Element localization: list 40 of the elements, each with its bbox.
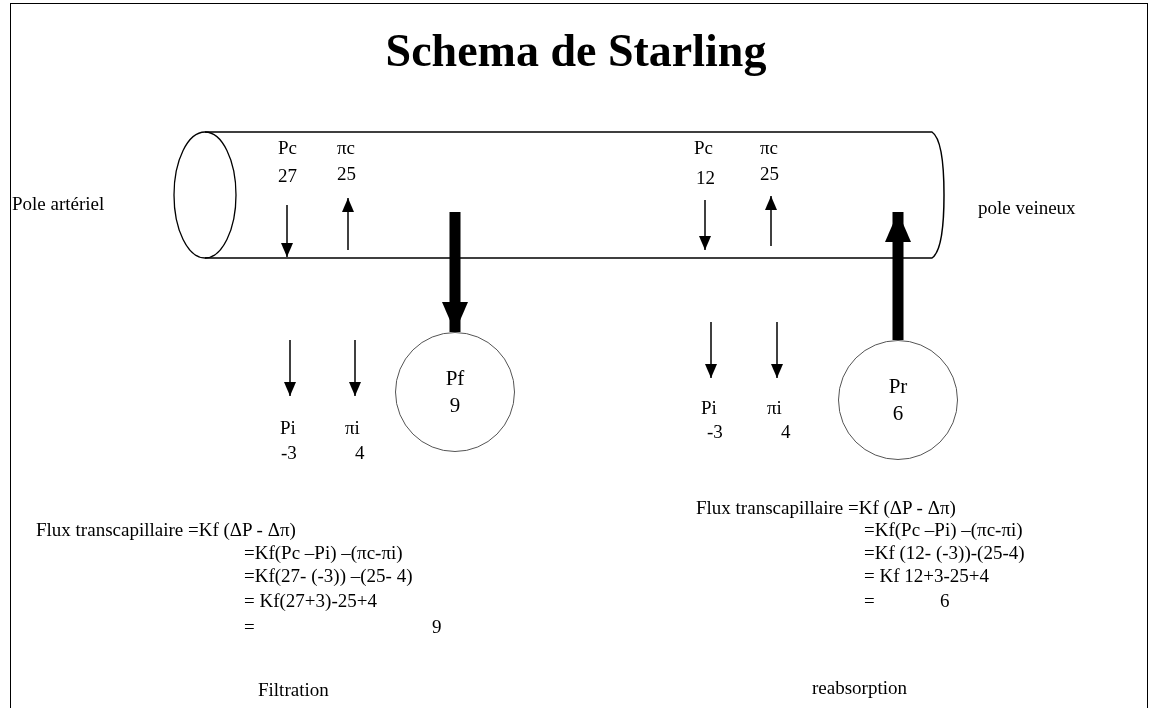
label-text: Pi bbox=[280, 418, 296, 437]
label-text: 9 bbox=[432, 617, 442, 636]
label-text: pole veineux bbox=[978, 198, 1076, 217]
circle-text: 6 bbox=[892, 400, 904, 427]
label-text: Pole artériel bbox=[12, 194, 105, 213]
label-text: Flux transcapillaire =Kf (ΔP - Δπ) bbox=[696, 498, 956, 517]
label-text: =Kf(Pc –Pi) –(πc-πi) bbox=[864, 520, 1023, 539]
label-text: Pi bbox=[701, 398, 717, 417]
label-text: πc bbox=[337, 138, 356, 157]
label-text: -3 bbox=[281, 443, 297, 462]
label-text: Flux transcapillaire =Kf (ΔP - Δπ) bbox=[36, 520, 296, 539]
label-text: 25 bbox=[337, 164, 356, 183]
label-text: -3 bbox=[707, 422, 723, 441]
label-text: =Kf (12- (-3))-(25-4) bbox=[864, 543, 1025, 562]
label-text: 27 bbox=[278, 166, 297, 185]
circle-text: Pr bbox=[888, 372, 908, 400]
label-text: 6 bbox=[940, 591, 950, 610]
label-text: = bbox=[244, 617, 255, 636]
label-text: 4 bbox=[781, 422, 791, 441]
capillary-tube bbox=[172, 130, 947, 260]
circle-text: 9 bbox=[449, 392, 461, 419]
circle-text: Pf bbox=[445, 364, 465, 392]
label-text: πi bbox=[345, 418, 360, 437]
label-text: =Kf(27- (-3)) –(25- 4) bbox=[244, 566, 413, 585]
arrow bbox=[885, 212, 911, 340]
label-text: Pc bbox=[278, 138, 297, 157]
label-text: = Kf(27+3)-25+4 bbox=[244, 591, 377, 610]
label-text: 25 bbox=[760, 164, 779, 183]
label-text: πi bbox=[767, 398, 782, 417]
label-text: 12 bbox=[696, 168, 715, 187]
label-text: πc bbox=[760, 138, 779, 157]
label-text: 4 bbox=[355, 443, 365, 462]
title: Schema de Starling bbox=[384, 28, 768, 74]
label-text: Filtration bbox=[258, 680, 329, 699]
label-text: = bbox=[864, 591, 875, 610]
label-text: reabsorption bbox=[812, 678, 907, 697]
label-text: =Kf(Pc –Pi) –(πc-πi) bbox=[244, 543, 403, 562]
arrow bbox=[442, 212, 468, 332]
label-text: = Kf 12+3-25+4 bbox=[864, 566, 990, 585]
label-text: Pc bbox=[694, 138, 713, 157]
